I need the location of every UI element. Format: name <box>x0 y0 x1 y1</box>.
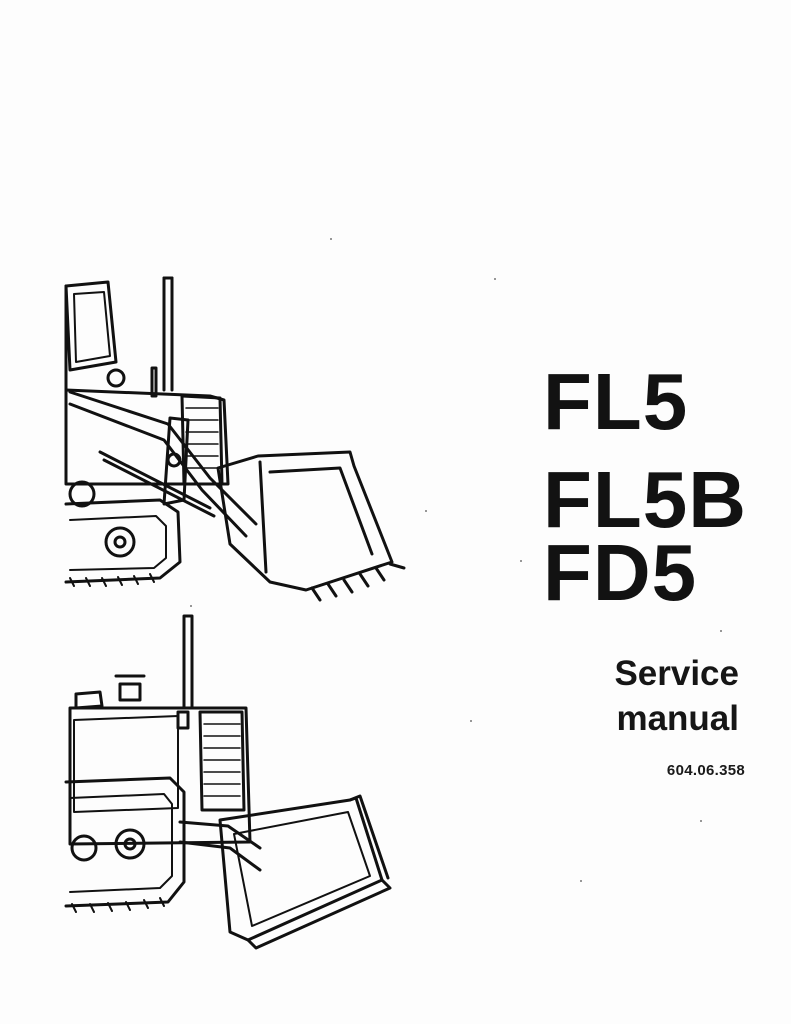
model-fl5b: FL5B <box>543 455 747 544</box>
scan-speck <box>520 560 522 562</box>
crawler-loader-illustration <box>64 276 406 602</box>
scan-speck <box>700 820 702 822</box>
crawler-dozer-illustration <box>64 614 392 950</box>
scan-speck <box>330 238 332 240</box>
scan-speck <box>470 720 472 722</box>
model-fl5: FL5 <box>543 357 689 446</box>
scan-speck <box>494 278 496 280</box>
scan-speck <box>720 630 722 632</box>
part-number: 604.06.358 <box>666 762 745 779</box>
model-fd5: FD5 <box>543 528 698 617</box>
scan-speck <box>580 880 582 882</box>
scan-speck <box>190 605 192 607</box>
subtitle-manual: manual <box>616 699 739 738</box>
scan-speck <box>425 510 427 512</box>
subtitle-service: Service <box>614 654 739 693</box>
